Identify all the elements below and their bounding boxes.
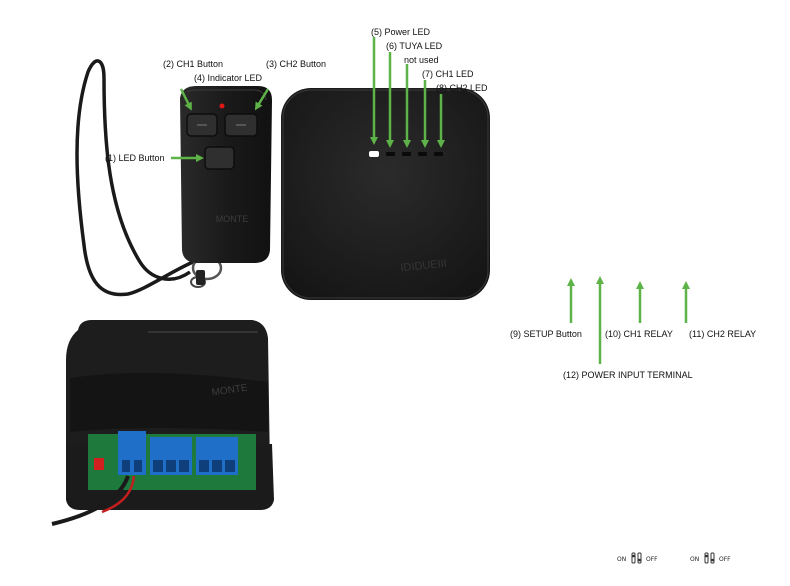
remote-brand: MONTE xyxy=(216,214,249,224)
ch1-led-label: (7) CH1 LED xyxy=(422,69,474,79)
ch1-relay-label: (10) CH1 RELAY xyxy=(605,329,673,339)
remote-control: MONTE xyxy=(180,86,272,263)
power-input-label: (12) POWER INPUT TERMINAL xyxy=(563,370,693,380)
ch2-button-label: (3) CH2 Button xyxy=(266,59,326,69)
ch2-led-label: (8) CH2 LED xyxy=(436,83,488,93)
switch-on-label-1: ON xyxy=(617,556,626,563)
open-module: MONTE xyxy=(52,320,274,524)
ch1-button-label: (2) CH1 Button xyxy=(163,59,223,69)
tuya-led xyxy=(386,152,395,156)
unused-led xyxy=(402,152,411,156)
lanyard xyxy=(77,61,193,295)
switch-icon-1 xyxy=(632,553,641,563)
indicator-led xyxy=(220,104,225,109)
not-used-label: not used xyxy=(404,55,439,65)
switch-off-label-2: OFF xyxy=(719,556,731,563)
ch1-led xyxy=(418,152,427,156)
led-button-label: (1) LED Button xyxy=(105,153,165,163)
switch-on-label-2: ON xyxy=(690,556,699,563)
ch2-relay-label: (11) CH2 RELAY xyxy=(689,329,756,339)
setup-button[interactable] xyxy=(94,458,104,470)
ch2-led xyxy=(434,152,443,156)
power-led xyxy=(369,151,379,157)
indicator-led-label: (4) Indicator LED xyxy=(194,73,262,83)
switch-icon-2 xyxy=(705,553,714,563)
led-button[interactable] xyxy=(205,147,234,169)
switch-off-label-1: OFF xyxy=(646,556,658,563)
power-led-label: (5) Power LED xyxy=(371,27,430,37)
smart-module: IDIDUEIII xyxy=(281,88,490,300)
setup-button-label: (9) SETUP Button xyxy=(510,329,582,339)
tuya-led-label: (6) TUYA LED xyxy=(386,41,442,51)
